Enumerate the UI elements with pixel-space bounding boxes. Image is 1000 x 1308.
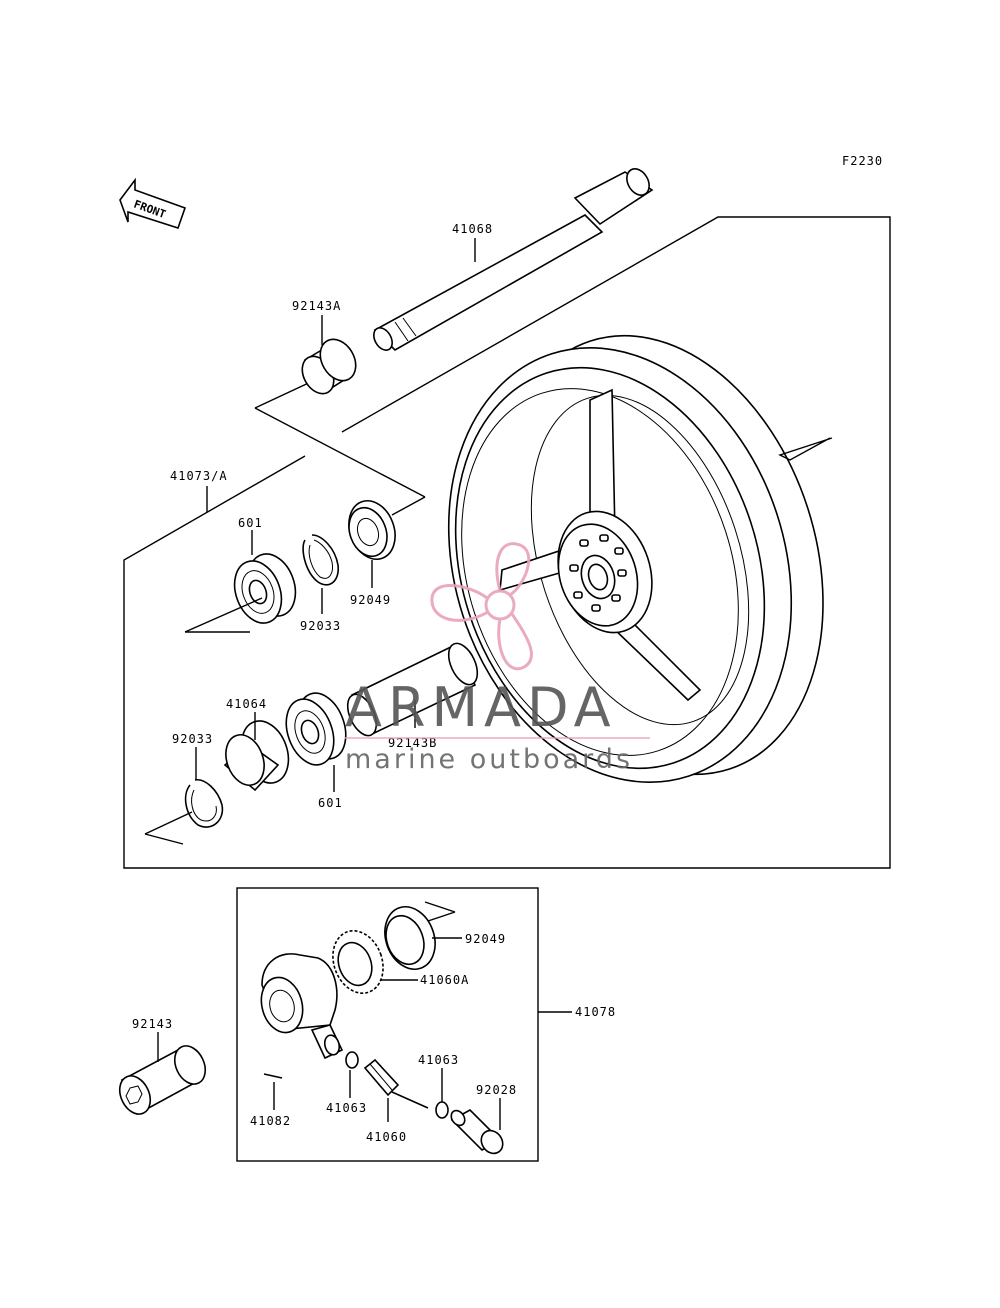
bearing-top-part [184, 530, 297, 633]
label-cap: 92028 [476, 1083, 517, 1097]
seal-top-part [348, 500, 396, 588]
gearbox-direction-mark [424, 901, 456, 913]
label-gear-seal: 92049 [465, 932, 506, 946]
label-circlip-bottom: 92033 [172, 732, 213, 746]
gearbox-direction-mark-2 [424, 911, 456, 923]
circlip-bottom-part [144, 747, 224, 845]
front-arrow-icon: FRONT [119, 177, 187, 229]
label-axle: 41068 [452, 222, 493, 236]
collar-part [118, 1032, 207, 1115]
axle-part [373, 168, 654, 351]
wheel-assembly-outline [123, 216, 891, 869]
label-gear-a: 41060A [420, 973, 469, 987]
label-gearbox-assy: 41078 [575, 1005, 616, 1019]
figure-code: F2230 [842, 154, 883, 168]
label-hub-ring: 41064 [226, 697, 267, 711]
wheel-part [447, 334, 833, 784]
label-collar: 92143 [132, 1017, 173, 1031]
label-bearing-bottom: 601 [318, 796, 343, 810]
propeller-logo-icon [430, 542, 533, 671]
label-pinion: 41060 [366, 1130, 407, 1144]
gearbox-outline [236, 887, 539, 1162]
washer-right-part [435, 1101, 449, 1119]
label-washer-left: 41063 [326, 1101, 367, 1115]
collar-b-part [346, 642, 479, 737]
label-pin: 41082 [250, 1114, 291, 1128]
pin-part [263, 1073, 283, 1110]
gearbox-housing-part [260, 953, 344, 1060]
washer-left-part [345, 1051, 359, 1069]
label-collar-b: 92143B [388, 736, 437, 750]
watermark: ARMADA marine outboards [345, 542, 650, 775]
label-washer-right: 41063 [418, 1053, 459, 1067]
hub-ring-part [223, 712, 290, 792]
label-bearing-top: 601 [238, 516, 263, 530]
collar-a-part [301, 315, 357, 395]
circlip-top-part [302, 534, 340, 614]
bearing-bottom-part [285, 692, 347, 792]
label-collar-a: 92143A [292, 299, 341, 313]
label-circlip-top: 92033 [300, 619, 341, 633]
gear-a-part [332, 930, 418, 994]
watermark-title: ARMADA [345, 676, 617, 739]
label-wheel-assy: 41073/A [170, 469, 228, 483]
pinion-part [363, 1058, 429, 1122]
cap-part [450, 1098, 504, 1155]
gear-seal-part [384, 906, 462, 970]
watermark-subtitle: marine outboards [345, 744, 633, 775]
label-seal-top: 92049 [350, 593, 391, 607]
